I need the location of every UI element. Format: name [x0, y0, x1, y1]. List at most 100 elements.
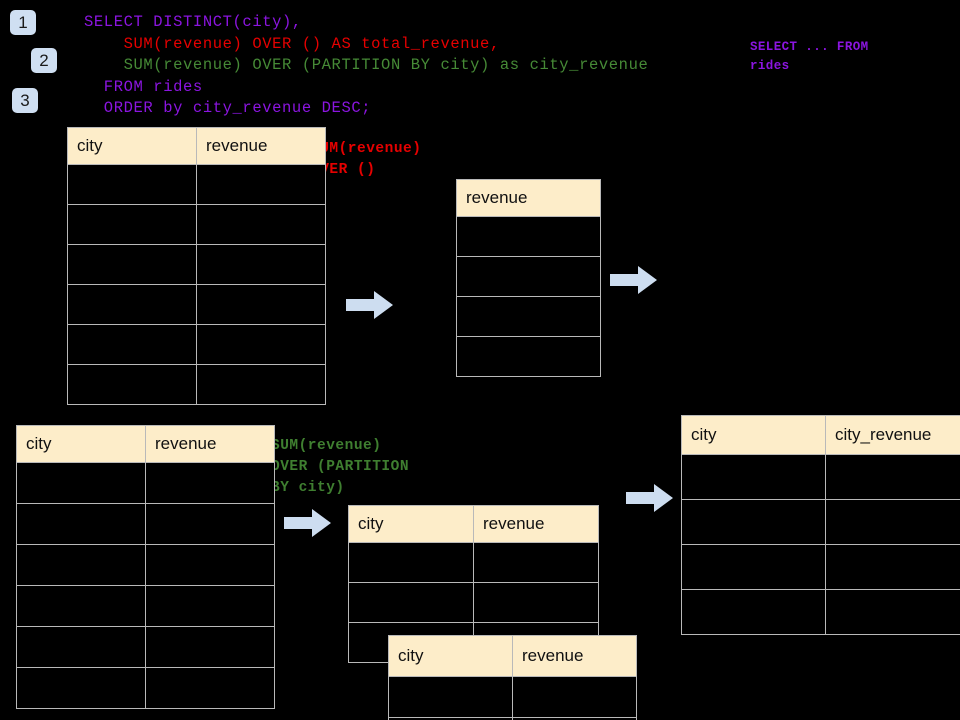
annotation-partition-revenue: SUM(revenue) OVER (PARTITION BY city): [271, 436, 409, 499]
cell-city: [67, 204, 197, 245]
cell-revenue: [145, 503, 275, 545]
snippet-line-2: rides: [750, 59, 790, 73]
column-header-revenue: revenue: [196, 127, 326, 165]
flow-arrow-1: [346, 291, 393, 319]
table-row: [67, 164, 326, 205]
table-row: [681, 589, 960, 635]
table-row: [681, 499, 960, 545]
annotation-total-revenue: SUM(revenue) OVER (): [311, 139, 421, 181]
flow-arrow-4: [626, 484, 673, 512]
sql-line-5: ORDER by city_revenue DESC;: [84, 99, 372, 117]
table-row: [681, 544, 960, 590]
table-header-row: city city_revenue: [681, 415, 960, 455]
cell-revenue: [145, 544, 275, 586]
cell-revenue: [145, 626, 275, 668]
column-header-city: city: [388, 635, 513, 677]
table-row: [16, 462, 275, 504]
cell-city-revenue: [825, 454, 960, 500]
cell-revenue: [456, 216, 601, 257]
sql-line-1: SELECT DISTINCT(city),: [84, 13, 302, 31]
table-header-row: city revenue: [348, 505, 599, 543]
column-header-city: city: [681, 415, 826, 455]
table-body: [348, 542, 599, 663]
annotation-partition-line-2: OVER (PARTITION: [271, 459, 410, 475]
source-query-snippet: SELECT ... FROM rides: [750, 38, 869, 76]
cell-revenue: [456, 256, 601, 297]
table-header-row: city revenue: [67, 127, 326, 165]
cell-city: [67, 244, 197, 285]
sql-line-2: SUM(revenue) OVER () AS total_revenue,: [84, 34, 500, 53]
sql-line-3: SUM(revenue) OVER (PARTITION BY city) as…: [84, 56, 649, 74]
table-body: [388, 676, 637, 720]
table-header-row: city revenue: [16, 425, 275, 463]
table-source-bottom: city revenue: [16, 425, 275, 709]
table-source-top: city revenue: [67, 127, 326, 405]
cell-city: [681, 589, 826, 635]
table-body: [681, 454, 960, 635]
table-partition-group-b: city revenue: [388, 635, 637, 720]
cell-revenue: [145, 462, 275, 504]
cell-city: [681, 544, 826, 590]
step-badge-1: 1: [10, 10, 36, 35]
cell-revenue: [473, 582, 599, 623]
cell-revenue: [196, 364, 326, 405]
cell-city: [348, 542, 474, 583]
table-row: [16, 626, 275, 668]
cell-city: [388, 676, 513, 718]
column-header-city: city: [348, 505, 474, 543]
cell-city: [67, 284, 197, 325]
table-row: [16, 503, 275, 545]
table-row: [348, 542, 599, 583]
column-header-city-revenue: city_revenue: [825, 415, 960, 455]
cell-revenue: [145, 585, 275, 627]
table-row: [681, 454, 960, 500]
cell-city: [67, 164, 197, 205]
column-header-revenue: revenue: [473, 505, 599, 543]
annotation-partition-line-3: BY city): [271, 480, 345, 496]
cell-city-revenue: [825, 544, 960, 590]
cell-city-revenue: [825, 589, 960, 635]
column-header-revenue: revenue: [512, 635, 637, 677]
cell-city: [16, 667, 146, 709]
table-row: [16, 544, 275, 586]
annotation-partition-line-1: SUM(revenue): [271, 438, 382, 454]
table-row: [67, 364, 326, 405]
annotation-total-line-1: SUM(revenue): [311, 141, 422, 157]
table-row: [388, 676, 637, 718]
table-row: [456, 256, 601, 297]
column-header-revenue: revenue: [145, 425, 275, 463]
table-total-revenue: revenue: [456, 179, 601, 377]
table-row: [456, 336, 601, 377]
flow-arrow-2: [610, 266, 657, 294]
cell-revenue: [196, 284, 326, 325]
column-header-city: city: [67, 127, 197, 165]
cell-city: [681, 454, 826, 500]
step-badge-3: 3: [12, 88, 38, 113]
column-header-city: city: [16, 425, 146, 463]
cell-city: [16, 462, 146, 504]
table-body: [67, 164, 326, 405]
table-body: [456, 216, 601, 377]
cell-revenue: [512, 717, 637, 720]
table-row: [388, 717, 637, 720]
table-row: [16, 667, 275, 709]
table-header-row: revenue: [456, 179, 601, 217]
table-row: [16, 585, 275, 627]
cell-city: [16, 503, 146, 545]
cell-city: [348, 582, 474, 623]
cell-city: [67, 364, 197, 405]
column-header-revenue: revenue: [456, 179, 601, 217]
cell-city: [16, 626, 146, 668]
cell-revenue: [456, 336, 601, 377]
cell-revenue: [196, 164, 326, 205]
cell-revenue: [512, 676, 637, 718]
cell-city: [16, 585, 146, 627]
snippet-line-1: SELECT ... FROM: [750, 40, 869, 54]
table-row: [67, 204, 326, 245]
cell-revenue: [145, 667, 275, 709]
cell-revenue: [473, 542, 599, 583]
table-header-row: city revenue: [388, 635, 637, 677]
flow-arrow-3: [284, 509, 331, 537]
table-row: [67, 324, 326, 365]
